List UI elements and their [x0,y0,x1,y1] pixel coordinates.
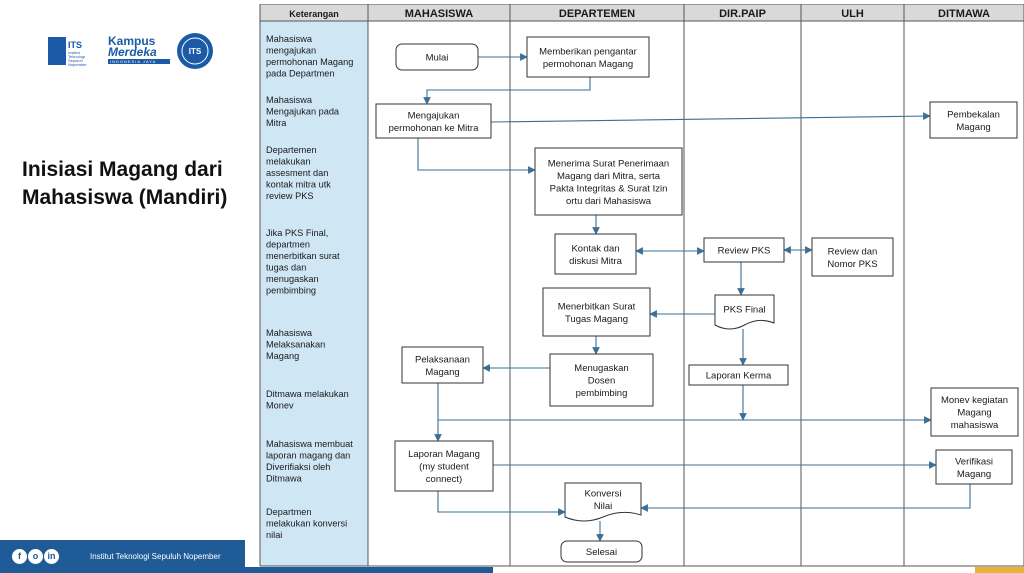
lane-header-1: MAHASISWA [405,8,474,20]
node-surat-tugas [542,287,651,337]
bottom-accent-yellow [975,567,1024,573]
logo-group: ITS Institut Teknologi Sepuluh Nopember … [48,30,218,74]
footer-text: Institut Teknologi Sepuluh Nopember [90,552,221,561]
facebook-icon[interactable]: f [12,549,27,564]
edge-pengantar-ajukan [423,77,591,105]
description-lane [260,21,368,566]
its-logo-mark [48,37,66,65]
node-laporan-magang [394,440,494,492]
edge-verifikasi-konversi [640,484,971,512]
node-ajukan-mitra [375,103,492,139]
edge-ajukan-terima [417,138,536,174]
bottom-accent-blue [245,567,493,573]
swimlane-diagram: Keterangan MAHASISWA DEPARTEMEN DIR.PAIP ULH… [258,4,1024,568]
node-pks-final [714,294,775,330]
lane-header-5: DITMAWA [938,8,990,20]
its-logo-text: ITS [68,40,83,50]
its-seal-text: ITS [189,47,202,56]
flowchart-svg: Keterangan MAHASISWA DEPARTEMEN DIR.PAIP ULH… [259,4,1024,567]
kampus-merdeka-logo: Kampus Merdeka INDONESIA JAYA [108,34,170,68]
node-label-pks-final: PKS Final [723,305,765,316]
lane-header-4: ULH [841,8,864,20]
node-dosen [549,353,654,407]
youtube-icon[interactable]: o [28,549,43,564]
node-label-mulai: Mulai [426,53,449,64]
kampus-merdeka-line3: INDONESIA JAYA [108,59,170,64]
lane-header-3: DIR.PAIP [719,8,766,20]
linkedin-icon[interactable]: in [44,549,59,564]
kampus-merdeka-line1: Kampus [108,34,156,48]
node-label-laporan-kerma: Laporan Kerma [706,371,772,382]
lane-header-0: Keterangan [289,9,339,19]
node-label-selesai: Selesai [586,547,617,558]
its-logo-subtext: Institut Teknologi Sepuluh Nopember [68,50,87,67]
node-pelaksanaan [401,346,484,384]
node-verifikasi [935,449,1013,485]
node-kontak-mitra [554,233,637,275]
edge-laporan-konversi [437,491,566,516]
node-laporan-kerma [688,364,789,386]
node-pembekalan [929,101,1018,139]
node-mulai [395,43,479,71]
node-review-pks [703,237,785,263]
node-pengantar [526,36,650,78]
page-title: Inisiasi Magang dari Mahasiswa (Mandiri) [22,158,228,209]
kampus-merdeka-line2: Merdeka [108,45,157,59]
node-monev [930,387,1019,437]
node-review-nomor [811,237,894,277]
node-selesai [560,540,643,563]
lane-header-2: DEPARTEMEN [559,8,635,20]
node-label-review-pks: Review PKS [718,246,771,257]
node-terima-surat [534,147,683,216]
its-logo: ITS Institut Teknologi Sepuluh Nopember [48,34,94,68]
its-seal-logo: ITS [177,33,213,69]
edge-ajukan-pembekalan [490,112,931,123]
node-konversi [564,482,642,522]
